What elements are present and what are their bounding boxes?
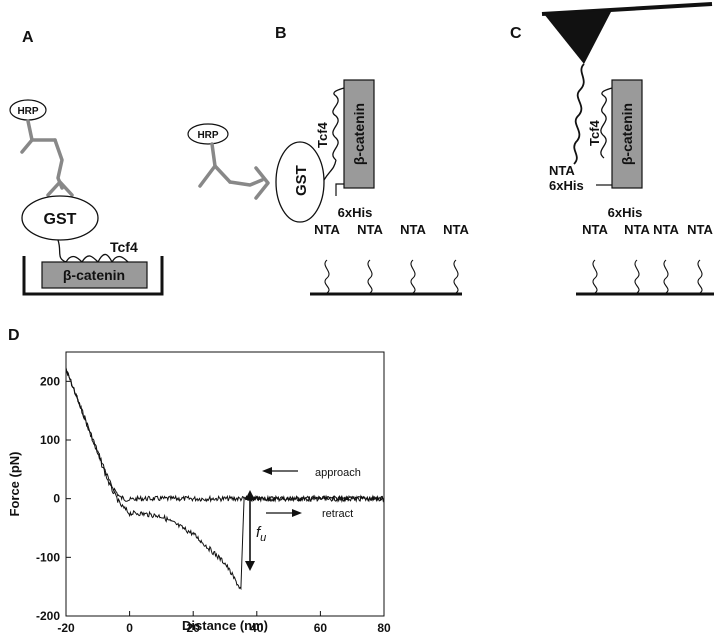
hrp-label: HRP [17,106,38,117]
antibody-shape [20,119,74,197]
panel-a: A HRP GST Tcf4 β-catenin [9,29,164,296]
beta-catenin-block [611,79,643,189]
x-tick-label: 20 [187,621,201,633]
beta-catenin-block [343,79,375,189]
gst-label: GST [44,211,77,228]
data-series [65,367,385,591]
retract-arrowhead [292,509,302,517]
peg-linkers [324,259,459,294]
x-axis-label: Distance (nm) [182,618,268,633]
nta-label: NTA [653,222,679,237]
approach-arrowhead [262,467,272,475]
gst-ellipse [275,141,325,223]
annotations: approach retract fu [245,467,361,571]
x-tick-label: 40 [250,621,264,633]
his-label: 6xHis [338,205,373,220]
hrp-ellipse [187,123,229,145]
gst-label: GST [293,165,310,196]
his-tip-label: 6xHis [549,178,584,193]
panel-c-letter: C [510,25,522,42]
approach-trace [65,369,385,503]
tcf4-peptide [600,87,613,159]
cantilever [541,2,713,16]
afm-tip [544,10,612,64]
his-linker [335,183,344,196]
nta-tip-label: NTA [549,163,575,178]
gst-ellipse [21,195,99,241]
tip-linker [573,63,585,165]
retract-trace [65,367,385,591]
fu-arrowhead-up [245,490,255,500]
fu-label: fu [256,524,266,544]
hrp-label: HRP [197,130,218,141]
his-label: 6xHis [608,205,643,220]
fu-arrowhead-down [245,561,255,571]
tcf4-label: Tcf4 [587,119,602,146]
panel-c: C NTA 6xHis Tcf4 β-catenin 6xHis NTA NTA… [510,2,714,296]
beta-catenin-label: β-catenin [63,267,125,283]
beta-catenin-label: β-catenin [351,103,367,165]
antibody-shape [198,142,270,200]
tcf4-peptide [57,239,129,264]
x-tick-label: 80 [377,621,391,633]
beta-catenin-block [41,261,148,289]
nta-label: NTA [624,222,650,237]
approach-label: approach [315,467,361,479]
panel-b-letter: B [275,25,287,42]
gst-linker [323,159,337,181]
y-axis-label: Force (pN) [7,452,22,517]
x-tick-label: 60 [314,621,328,633]
nta-label: NTA [357,222,383,237]
y-tick-label: 200 [40,374,60,388]
peg-linkers [592,259,703,294]
nta-label: NTA [582,222,608,237]
beta-catenin-label: β-catenin [619,103,635,165]
panel-a-letter: A [22,29,34,46]
x-tick-label: 0 [126,621,133,633]
y-tick-label: -200 [36,609,60,623]
nta-label: NTA [687,222,713,237]
tcf4-peptide [332,87,345,161]
nta-label: NTA [443,222,469,237]
tcf4-label: Tcf4 [315,121,330,148]
nta-label: NTA [400,222,426,237]
panel-d-letter: D [8,327,20,344]
plot-frame [65,351,385,617]
y-tick-label: 0 [53,492,60,506]
well-outline [22,256,164,296]
nta-label: NTA [314,222,340,237]
y-tick-label: 100 [40,433,60,447]
x-tick-label: -20 [57,621,75,633]
panel-b: B HRP GST Tcf4 β-catenin 6xHis NTA NTA N… [187,25,469,296]
y-tick-label: -100 [36,550,60,564]
tcf4-label: Tcf4 [110,239,138,255]
retract-label: retract [322,508,353,520]
